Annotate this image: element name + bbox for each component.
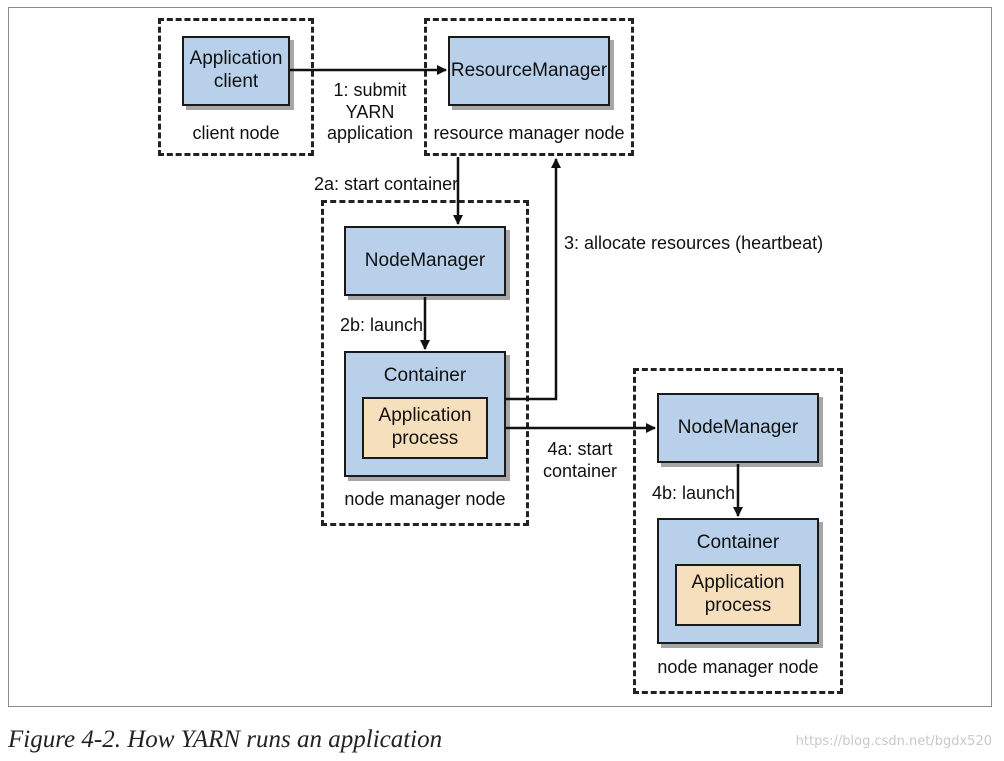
node-manager-node-zone-a: node manager node	[321, 200, 529, 526]
start-container-2a-label: 2a: start container	[314, 174, 459, 194]
application-client-box: Application client	[182, 36, 290, 106]
node-manager-label-a: NodeManager	[364, 249, 486, 271]
node-manager-node-label-b: node manager node	[657, 657, 819, 677]
application-process-label-b: Application process	[691, 572, 785, 616]
application-process-box-a: Application process	[362, 397, 488, 459]
submit-label: 1: submit YARN application	[326, 80, 414, 144]
start-container-4a-label: 4a: start container	[542, 439, 618, 481]
resource-manager-box: ResourceManager	[448, 36, 610, 106]
container-label-b: Container	[696, 532, 780, 553]
node-manager-box-a: NodeManager	[344, 226, 506, 296]
container-label-a: Container	[383, 365, 467, 386]
figure-caption: Figure 4-2. How YARN runs an application	[8, 726, 443, 753]
watermark: https://blog.csdn.net/bgdx520	[795, 734, 992, 749]
application-process-label-a: Application process	[378, 405, 472, 449]
allocate-resources-label: 3: allocate resources (heartbeat)	[564, 233, 824, 253]
application-client-label: Application client	[189, 48, 283, 92]
launch-4b-label: 4b: launch	[652, 483, 736, 503]
node-manager-label-b: NodeManager	[677, 416, 799, 438]
application-process-box-b: Application process	[675, 564, 801, 626]
resource-manager-node-zone: resource manager node	[424, 18, 634, 156]
resource-manager-label: ResourceManager	[450, 59, 608, 81]
allocate-resources-arrow	[506, 158, 561, 401]
node-manager-node-zone-b: node manager node	[633, 368, 843, 694]
node-manager-box-b: NodeManager	[657, 393, 819, 463]
node-manager-node-label-a: node manager node	[344, 489, 506, 509]
client-node-zone: client node	[158, 18, 314, 156]
client-node-label: client node	[192, 123, 280, 143]
launch-2b-label: 2b: launch	[340, 315, 424, 335]
resource-manager-node-label: resource manager node	[433, 123, 625, 143]
